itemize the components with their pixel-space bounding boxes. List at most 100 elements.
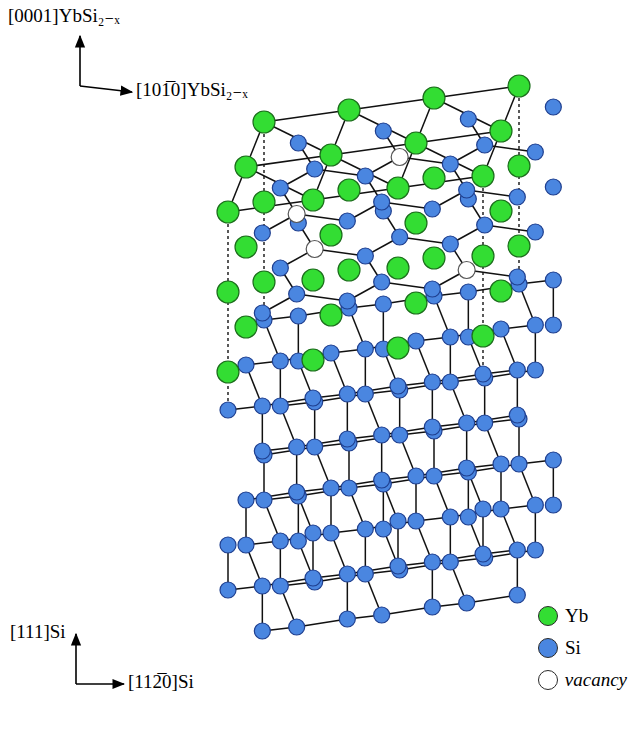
atom (459, 595, 475, 611)
atom (238, 492, 254, 508)
atom (390, 558, 406, 574)
atom (509, 587, 525, 603)
atom (458, 262, 475, 279)
atom (339, 566, 355, 582)
atom (459, 460, 475, 476)
atom (320, 144, 342, 166)
atom (475, 501, 491, 517)
atom (305, 390, 321, 406)
atom (460, 111, 476, 127)
atom (509, 189, 525, 205)
atom (408, 333, 424, 349)
atom (339, 293, 355, 309)
legend-swatch (538, 606, 558, 626)
atom (493, 321, 509, 337)
atom (357, 521, 373, 537)
atom (375, 296, 391, 312)
atom (375, 521, 391, 537)
atom (442, 554, 458, 570)
atom (374, 274, 390, 290)
atom (254, 398, 270, 414)
atom (490, 120, 512, 142)
bond (264, 110, 349, 122)
atom (323, 480, 339, 496)
atom (508, 235, 530, 257)
atom (253, 191, 275, 213)
atom (424, 599, 440, 615)
atom (338, 179, 360, 201)
atom (423, 247, 445, 269)
atom (220, 402, 236, 418)
atom (545, 317, 561, 333)
atom (527, 144, 543, 160)
legend-text: vacancy (565, 670, 627, 691)
atom (423, 167, 445, 189)
atom (272, 180, 288, 196)
atom (374, 472, 390, 488)
axis-label: [112̅0]Si (128, 672, 194, 693)
atom (424, 374, 440, 390)
atom (253, 271, 275, 293)
atom (391, 149, 408, 166)
atom (320, 224, 342, 246)
atom (320, 304, 342, 326)
atom (511, 456, 527, 472)
atom (305, 525, 321, 541)
atom (509, 269, 525, 285)
atom (235, 316, 257, 338)
atom (288, 206, 305, 223)
atom (545, 179, 561, 195)
atom (509, 407, 525, 423)
bond (434, 86, 519, 98)
atom (493, 501, 509, 517)
atom (477, 217, 493, 233)
axis-arrow (76, 683, 124, 685)
atom (459, 415, 475, 431)
atom (338, 99, 360, 121)
atom (357, 386, 373, 402)
atom (341, 480, 357, 496)
axis-arrow (79, 36, 81, 86)
atom (254, 305, 270, 321)
atom (424, 281, 440, 297)
atom (493, 456, 509, 472)
atom (545, 99, 561, 115)
atom (289, 286, 305, 302)
atom (254, 623, 270, 639)
atom (424, 201, 440, 217)
atom (235, 156, 257, 178)
atom (408, 468, 424, 484)
atom (442, 509, 458, 525)
atom (475, 366, 491, 382)
atom (405, 292, 427, 314)
atom (375, 123, 391, 139)
atom (323, 525, 339, 541)
atom (472, 165, 494, 187)
atom (306, 241, 323, 258)
atom (477, 415, 493, 431)
atom (490, 280, 512, 302)
atom (475, 546, 491, 562)
atom (217, 361, 239, 383)
atom (460, 509, 476, 525)
atom (272, 578, 288, 594)
axis-label: [101̅0]YbSi₂₋ₓ (136, 80, 248, 101)
atom (405, 132, 427, 154)
atom (339, 611, 355, 627)
atom (472, 245, 494, 267)
atom (390, 378, 406, 394)
atom (323, 345, 339, 361)
atom (305, 570, 321, 586)
atom (272, 398, 288, 414)
atom (509, 542, 525, 558)
axis-arrow (80, 86, 132, 92)
atom (442, 374, 458, 390)
atom (302, 349, 324, 371)
atom (477, 137, 493, 153)
atom (527, 224, 543, 240)
atom (254, 225, 270, 241)
atom (272, 260, 288, 276)
legend-swatch (538, 670, 558, 690)
atom (307, 439, 323, 455)
